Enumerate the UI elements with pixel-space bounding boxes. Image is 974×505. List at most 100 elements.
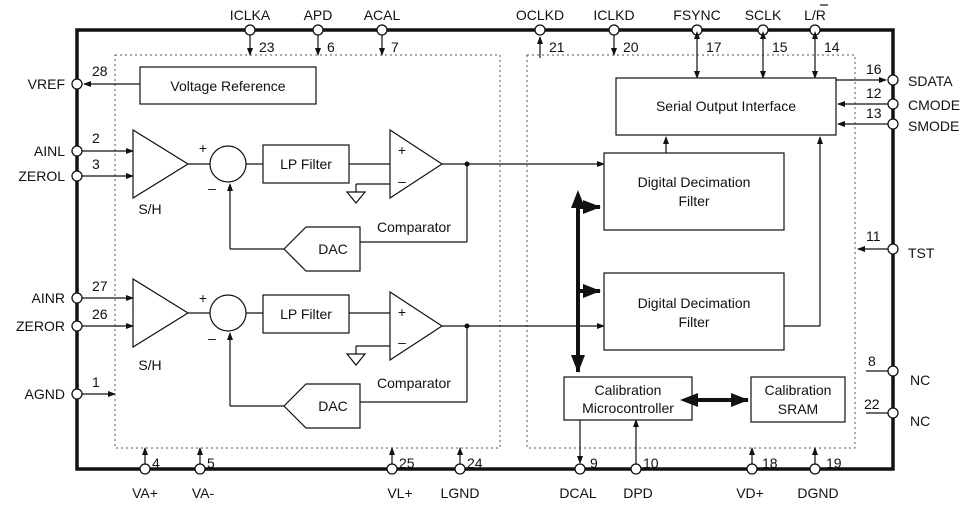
pin-name: ZEROL xyxy=(18,168,65,184)
pin-name: LGND xyxy=(441,485,480,501)
pin-name: VD+ xyxy=(736,485,764,501)
pin-zerol: ZEROL 3 xyxy=(18,156,134,184)
comparator-right xyxy=(389,290,444,362)
pin-number: 4 xyxy=(152,455,160,471)
pin-va-minus: 5 VA- xyxy=(192,447,215,501)
pin-ainl: AINL 2 xyxy=(34,130,134,159)
summing-node-right xyxy=(209,294,247,332)
pin-name: TST xyxy=(908,245,935,261)
pin-name: NC xyxy=(910,372,930,388)
plus-sign: + xyxy=(398,304,406,320)
pin-number: 17 xyxy=(706,39,722,55)
pin-dgnd: 19 DGND xyxy=(797,447,842,501)
pin-name: AGND xyxy=(25,386,65,402)
pin-zeror: ZEROR 26 xyxy=(16,306,134,334)
lp-filter-left xyxy=(262,144,350,184)
pin-number: 6 xyxy=(327,39,335,55)
pin-cmode: 12 CMODE xyxy=(837,85,960,113)
pin-number: 14 xyxy=(824,39,840,55)
pin-name: ZEROR xyxy=(16,318,65,334)
pin-name: DPD xyxy=(623,485,653,501)
pin-apd: APD 6 xyxy=(304,7,335,56)
pin-number: 21 xyxy=(549,39,565,55)
pin-number: 24 xyxy=(467,455,483,471)
minus-sign: – xyxy=(398,173,406,189)
pin-name: AINR xyxy=(32,290,65,306)
pin-vref: VREF 28 xyxy=(28,63,140,92)
pin-lr: L/R 14 xyxy=(804,4,840,79)
serial-output-interface-block xyxy=(615,77,837,136)
pin-name: SCLK xyxy=(745,7,782,23)
voltage-reference-block xyxy=(139,66,317,105)
summing-node-left xyxy=(209,145,247,183)
pin-number: 9 xyxy=(590,455,598,471)
pin-dcal: 9 DCAL xyxy=(559,418,598,501)
pin-vl-plus: 25 VL+ xyxy=(386,447,415,501)
sh-label-left: S/H xyxy=(138,201,161,217)
pin-va-plus: 4 VA+ xyxy=(132,447,160,501)
decimation-filter-label: Filter xyxy=(678,314,709,330)
pin-name: CMODE xyxy=(908,97,960,113)
pin-name: DGND xyxy=(797,485,838,501)
pin-name: ACAL xyxy=(364,7,401,23)
plus-sign: + xyxy=(398,142,406,158)
pin-number: 16 xyxy=(866,61,882,77)
pin-number: 19 xyxy=(826,455,842,471)
voltage-reference-label: Voltage Reference xyxy=(170,78,285,94)
pin-name: NC xyxy=(910,413,930,429)
dac-label-left: DAC xyxy=(318,241,348,257)
sample-hold-amp-left xyxy=(132,128,190,200)
pin-number: 18 xyxy=(762,455,778,471)
pin-name: VL+ xyxy=(387,485,412,501)
pin-name: FSYNC xyxy=(673,7,720,23)
pin-name: SDATA xyxy=(908,73,953,89)
calibration-micro-label: Microcontroller xyxy=(582,400,674,416)
pin-acal: ACAL 7 xyxy=(364,7,401,56)
top-pins: ICLKA 23 APD 6 ACAL 7 OCLKD 21 ICLKD xyxy=(230,4,840,79)
pin-iclka: ICLKA 23 xyxy=(230,7,275,56)
pin-fsync: FSYNC 17 xyxy=(673,7,722,79)
pin-nc-22: 22 NC xyxy=(864,396,930,429)
pin-name: DCAL xyxy=(559,485,597,501)
pin-number: 1 xyxy=(92,374,100,390)
pin-sdata: 16 SDATA xyxy=(836,61,953,89)
pin-nc-8: 8 NC xyxy=(866,353,930,388)
right-pins: 16 SDATA 12 CMODE 13 SMODE 11 TST 8 xyxy=(836,61,960,429)
bottom-pins: 4 VA+ 5 VA- 25 VL+ 24 LGND 9 D xyxy=(132,418,842,501)
left-pins: VREF 28 AINL 2 ZEROL 3 AINR 27 ZEROR xyxy=(16,63,140,402)
left-channel: S/H + – LP Filter + – Comparator DAC xyxy=(132,128,605,272)
pin-number: 23 xyxy=(259,39,275,55)
minus-sign: – xyxy=(208,330,216,346)
pin-number: 3 xyxy=(92,156,100,172)
pin-number: 15 xyxy=(772,39,788,55)
calibration-sram-label: Calibration xyxy=(765,382,832,398)
right-channel: S/H + – LP Filter + – Comparator DAC xyxy=(132,277,605,429)
calibration-sram-label: SRAM xyxy=(778,401,818,417)
pin-number: 25 xyxy=(399,455,415,471)
pin-lgnd: 24 LGND xyxy=(441,447,483,501)
serial-output-interface-label: Serial Output Interface xyxy=(656,98,796,114)
pin-name: AINL xyxy=(34,143,65,159)
pin-name: ICLKD xyxy=(593,7,634,23)
pin-ainr: AINR 27 xyxy=(32,278,134,306)
pin-number: 27 xyxy=(92,278,108,294)
pin-name: ICLKA xyxy=(230,7,271,23)
pin-name: L/R xyxy=(804,7,826,23)
pin-agnd: AGND 1 xyxy=(25,374,116,402)
comparator-left xyxy=(389,128,444,200)
pin-number: 12 xyxy=(866,85,882,101)
decimation-filter-label: Filter xyxy=(678,193,709,209)
pin-name: APD xyxy=(304,7,333,23)
dac-right xyxy=(283,383,361,429)
pin-number: 13 xyxy=(866,105,882,121)
plus-sign: + xyxy=(199,140,207,156)
decimation-filter-label: Digital Decimation xyxy=(638,174,751,190)
sh-label-right: S/H xyxy=(138,357,161,373)
sample-hold-amp-right xyxy=(132,277,190,349)
pin-number: 20 xyxy=(623,39,639,55)
pin-name: VA- xyxy=(192,485,215,501)
pin-iclkd: ICLKD 20 xyxy=(593,7,639,56)
decimation-filter-top xyxy=(603,152,785,231)
calibration-sram-block xyxy=(750,376,846,423)
